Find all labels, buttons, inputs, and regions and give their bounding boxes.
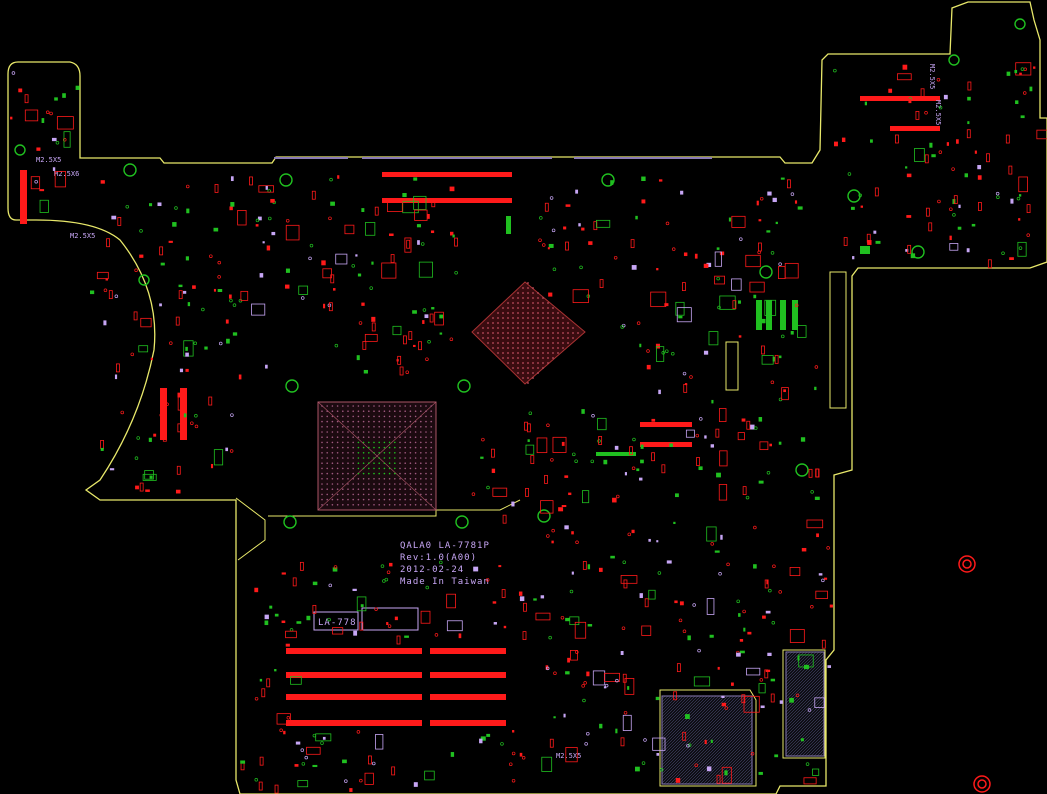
- bottom-bga: [661, 651, 825, 785]
- screw-labels: M2.5X5 M2.5X6 M2.5X5 M2.5X5 M2.5X5 M2.5X…: [36, 64, 942, 760]
- revision-text: Rev:1.0(A00): [400, 553, 477, 563]
- screw-label-tr-2: M2.5X5: [934, 100, 942, 125]
- memory-slots: [286, 648, 506, 726]
- screw-label-tr-1: M2.5X5: [928, 64, 936, 89]
- top-connector-bars: [20, 96, 940, 447]
- screw-label-tl-2: M2.5X6: [54, 170, 79, 178]
- board-name-text: QALA0 LA-7781P: [400, 541, 490, 551]
- cpu-bga: [471, 281, 586, 385]
- made-in-text: Made In Taiwan: [400, 577, 490, 587]
- date-text: 2012-02-24: [400, 565, 464, 575]
- component-pads: [10, 62, 1047, 794]
- red-mounting-holes: [958, 555, 991, 793]
- ref-block-text: LA-778: [318, 618, 357, 628]
- screw-label-tl-3: M2.5X5: [70, 232, 95, 240]
- mounting-holes: [14, 18, 1026, 529]
- screw-label-bottom: M2.5X5: [556, 752, 581, 760]
- screw-label-tl-1: M2.5X5: [36, 156, 61, 164]
- pch-bga: [317, 401, 437, 511]
- green-connectors: [506, 216, 870, 456]
- board-outline: [7, 1, 1047, 794]
- board-silkscreen: QALA0 LA-7781P Rev:1.0(A00) 2012-02-24 M…: [313, 541, 490, 631]
